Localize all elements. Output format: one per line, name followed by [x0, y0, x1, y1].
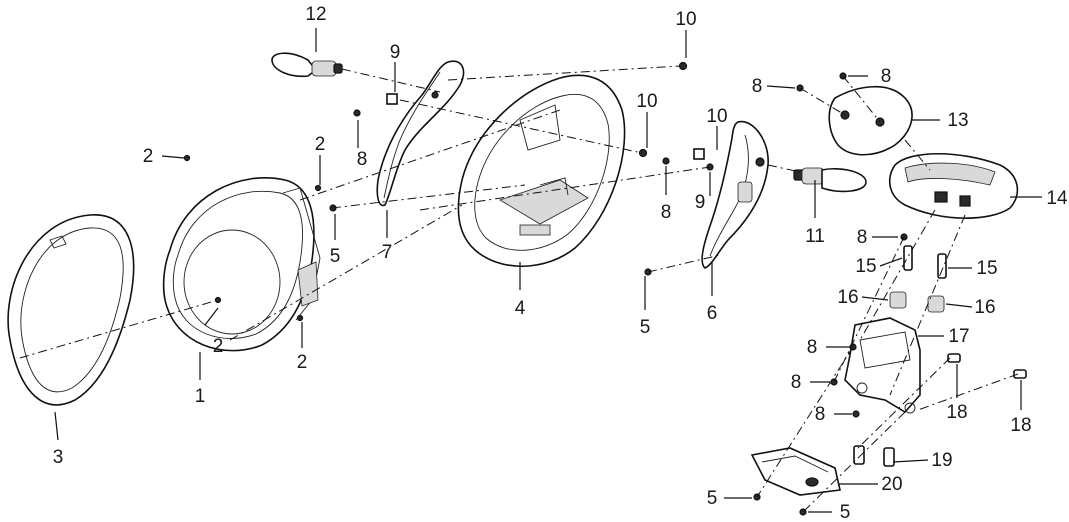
label-part-7: 7 — [382, 242, 393, 263]
label-part-18: 18 — [1010, 415, 1031, 436]
label-part-5: 5 — [840, 502, 851, 522]
part-16-grommets — [889, 291, 945, 313]
label-part-9: 9 — [695, 192, 706, 213]
label-part-10: 10 — [636, 91, 657, 112]
part-18-bolts — [947, 353, 1027, 379]
label-part-5: 5 — [330, 246, 341, 267]
label-part-10: 10 — [675, 9, 696, 30]
label-part-8: 8 — [791, 372, 802, 393]
label-part-2: 2 — [213, 336, 224, 357]
label-part-2: 2 — [143, 146, 154, 167]
part-19-sleeves — [853, 445, 895, 467]
leader-lines — [54, 28, 1042, 513]
part-15-pins — [903, 245, 947, 279]
part-labels: 12 10 9 8 8 13 2 2 10 10 8 8 9 14 5 7 11… — [53, 4, 1068, 522]
label-part-8: 8 — [857, 227, 868, 248]
label-part-5: 5 — [707, 488, 718, 509]
part-6-right-bracket — [701, 120, 769, 269]
part-14-instrument-cluster — [888, 153, 1019, 219]
part-11-right-turn-signal — [793, 167, 867, 193]
label-part-3: 3 — [53, 447, 64, 468]
part-3-headlight-rim — [7, 214, 135, 406]
label-part-15: 15 — [855, 256, 876, 277]
label-part-8: 8 — [752, 76, 763, 97]
label-part-20: 20 — [881, 474, 902, 495]
label-part-8: 8 — [815, 404, 826, 425]
label-part-8: 8 — [357, 149, 368, 170]
part-1-headlight-lens — [162, 177, 321, 352]
label-part-13: 13 — [947, 110, 968, 131]
label-part-14: 14 — [1046, 188, 1068, 209]
label-part-9: 9 — [390, 42, 401, 63]
label-part-11: 11 — [805, 226, 825, 247]
label-part-8: 8 — [807, 337, 818, 358]
label-part-19: 19 — [931, 450, 952, 471]
label-part-10: 10 — [706, 106, 727, 127]
label-part-18: 18 — [946, 402, 967, 423]
part-12-left-turn-signal — [271, 52, 343, 78]
part-7-left-bracket — [376, 60, 465, 207]
part-13-instrument-cover — [828, 86, 913, 156]
part-20-lower-cover — [750, 447, 841, 496]
label-part-8: 8 — [881, 66, 892, 87]
label-part-6: 6 — [707, 303, 718, 324]
label-part-15: 15 — [976, 258, 997, 279]
label-part-16: 16 — [837, 287, 858, 308]
label-part-2: 2 — [315, 134, 326, 155]
label-part-2: 2 — [297, 352, 308, 373]
label-part-1: 1 — [195, 386, 206, 407]
label-part-4: 4 — [515, 298, 526, 319]
assembly-lines — [19, 65, 1019, 513]
label-part-8: 8 — [661, 202, 672, 223]
label-part-12: 12 — [305, 4, 326, 25]
label-part-16: 16 — [974, 297, 995, 318]
part-4-headlight-housing — [457, 74, 626, 267]
label-part-5: 5 — [640, 317, 651, 338]
label-part-17: 17 — [948, 326, 969, 347]
